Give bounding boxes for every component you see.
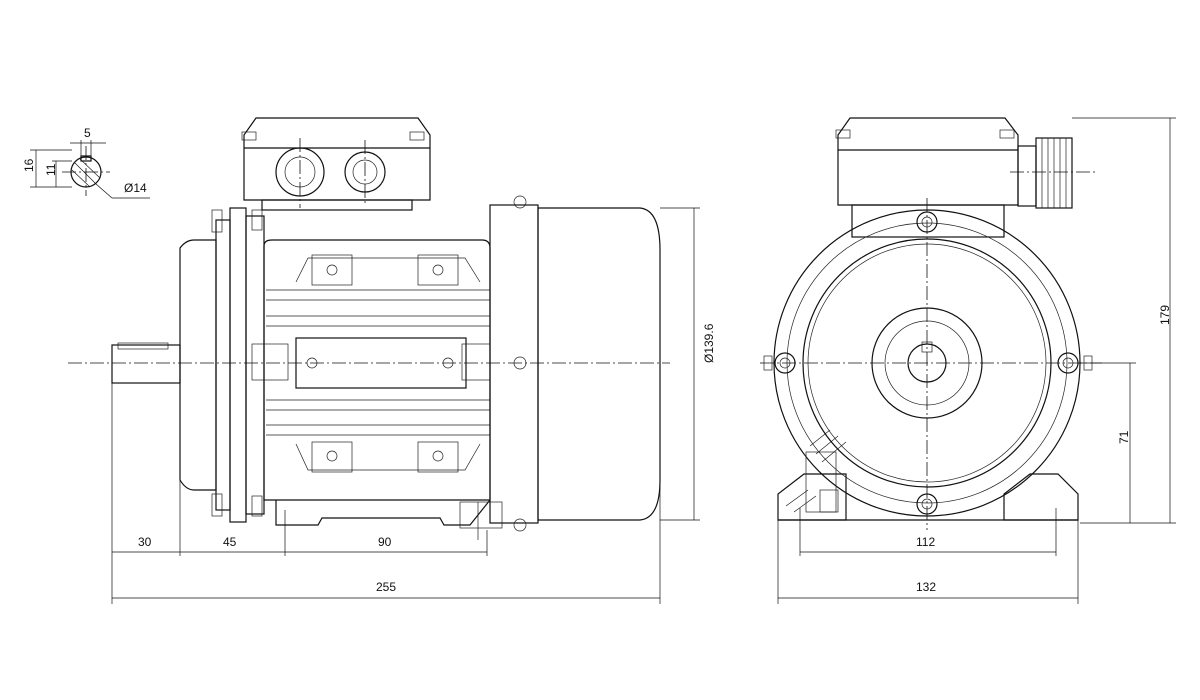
front-view-dimensions: 112 132 71 179 <box>777 117 1176 604</box>
front-shaft <box>907 343 947 383</box>
front-foot-right <box>1003 473 1079 521</box>
nameplate-band <box>295 337 467 389</box>
fan-cover <box>537 207 661 521</box>
key-width-label: 5 <box>84 126 91 140</box>
motor-foot <box>275 499 491 526</box>
side-view-dimensions: 30 45 90 255 Ø139.6 <box>111 207 716 604</box>
shaft-diameter-label: Ø14 <box>124 181 147 195</box>
front-bearing-hub <box>871 307 983 419</box>
foot-spacing-front-label: 112 <box>916 535 935 549</box>
cover-diameter-label: Ø139.6 <box>702 323 716 363</box>
shaft-length-label: 30 <box>138 535 152 549</box>
base-width-label: 132 <box>916 580 936 594</box>
shaft-section-detail: 5 16 11 Ø14 <box>22 126 150 199</box>
motor-front-view <box>760 117 1102 530</box>
shaft-key-depth-label: 11 <box>44 163 58 176</box>
flange-to-foot-label: 45 <box>223 535 237 549</box>
motor-body <box>263 239 491 501</box>
motor-shaft <box>111 344 181 384</box>
motor-side-view <box>68 117 670 540</box>
shaft-center-height-label: 71 <box>1117 430 1131 444</box>
overall-height-label: 179 <box>1158 305 1172 325</box>
overall-length-label: 255 <box>376 580 396 594</box>
terminal-box <box>243 117 431 201</box>
front-terminal-box <box>837 117 1019 206</box>
front-end-shield <box>802 238 1052 488</box>
shaft-height-16-label: 16 <box>22 158 36 172</box>
front-cable-gland <box>1017 145 1037 207</box>
foot-spacing-side-label: 90 <box>378 535 392 549</box>
